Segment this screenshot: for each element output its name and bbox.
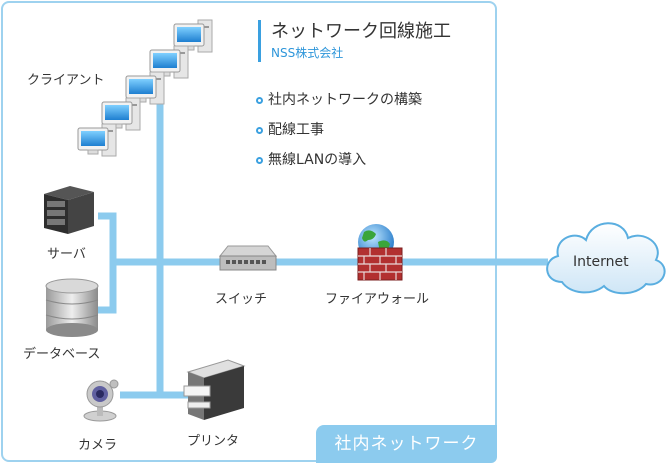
client-pcs-icon xyxy=(77,19,213,157)
service-title: ネットワーク回線施工 xyxy=(271,21,451,42)
client-label: クライアント xyxy=(27,73,105,88)
camera-icon xyxy=(83,379,119,422)
switch-label: スイッチ xyxy=(215,292,268,307)
zone-label: 社内ネットワーク xyxy=(316,425,497,463)
firewall-label: ファイアウォール xyxy=(325,292,430,307)
server-link-line xyxy=(98,212,117,314)
database-label: データベース xyxy=(23,347,101,362)
feature-item: 社内ネットワークの構築 xyxy=(256,85,422,115)
switch-icon xyxy=(218,245,278,271)
printer-icon xyxy=(183,359,246,420)
camera-label: カメラ xyxy=(78,438,118,453)
company-name: NSS株式会社 xyxy=(271,46,344,60)
feature-list: 社内ネットワークの構築 配線工事 無線LANの導入 xyxy=(256,85,422,175)
bullet-icon xyxy=(256,96,263,104)
internet-cloud-icon xyxy=(546,222,666,295)
server-label: サーバ xyxy=(47,247,86,262)
server-icon xyxy=(44,186,94,234)
bullet-icon xyxy=(256,156,263,164)
firewall-icon xyxy=(357,224,403,281)
bullet-icon xyxy=(256,126,263,134)
feature-item: 無線LANの導入 xyxy=(256,145,422,175)
printer-label: プリンタ xyxy=(187,434,240,449)
internal-network-zone xyxy=(1,1,497,462)
internet-label: Internet xyxy=(573,254,629,270)
service-title-block: ネットワーク回線施工 NSS株式会社 xyxy=(258,20,501,62)
feature-item: 配線工事 xyxy=(256,115,422,145)
database-icon xyxy=(45,278,99,337)
